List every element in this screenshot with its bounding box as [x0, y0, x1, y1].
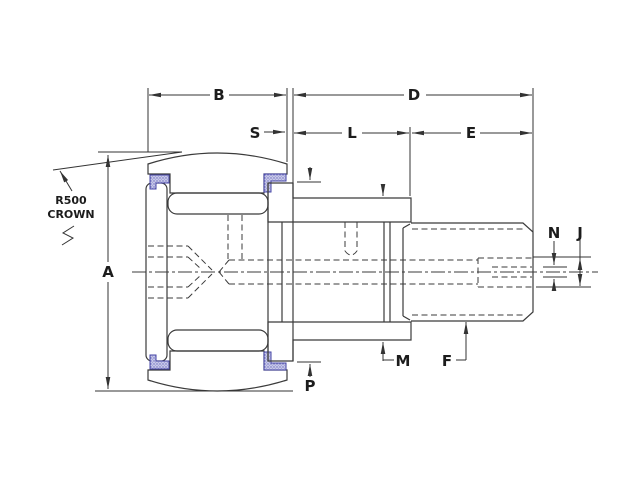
collar-bottom-section: [267, 321, 412, 362]
dim-label-p: P: [305, 377, 316, 395]
leader-crown: [59, 170, 73, 192]
seal-top-right: [263, 173, 287, 193]
drill-point-bottom: [218, 271, 230, 285]
roller-bottom: [167, 329, 269, 352]
dimension-lines: [52, 88, 591, 392]
hex-cone-3: [187, 256, 202, 270]
roller-top: [167, 192, 269, 215]
seal-top-left: [149, 174, 170, 190]
hex-cone-2: [187, 273, 213, 299]
groove-chamfer-bottom: [402, 315, 411, 321]
dim-label-m: M: [396, 352, 411, 370]
seal-bottom-left: [149, 354, 170, 370]
dim-label-s: S: [250, 124, 261, 142]
hex-cone-1: [187, 245, 213, 271]
crown-note-line1: R500: [55, 194, 87, 207]
seal-bottom-right: [263, 351, 287, 371]
seals: [149, 173, 287, 371]
collar-top-section: [267, 182, 412, 223]
crown-note-line2: CROWN: [47, 208, 94, 221]
dim-label-b: B: [213, 86, 224, 104]
dim-label-d: D: [408, 86, 420, 104]
drill-point-top: [218, 259, 230, 273]
dim-label-l: L: [347, 124, 357, 142]
center-details: [132, 215, 598, 299]
labels: B D S L E A N J M F P R500 CROWN: [47, 86, 582, 395]
crown-tangent-line: [52, 151, 183, 171]
groove-chamfer-top: [402, 223, 411, 229]
dim-label-f: F: [442, 352, 452, 370]
dim-label-e: E: [466, 124, 476, 142]
dim-label-a: A: [102, 263, 114, 281]
grease-hole-bottom: [344, 250, 358, 256]
crown-zigzag: [61, 225, 75, 246]
hex-cone-4: [187, 274, 202, 288]
dim-label-n: N: [548, 224, 561, 242]
dim-label-j: J: [576, 224, 583, 242]
